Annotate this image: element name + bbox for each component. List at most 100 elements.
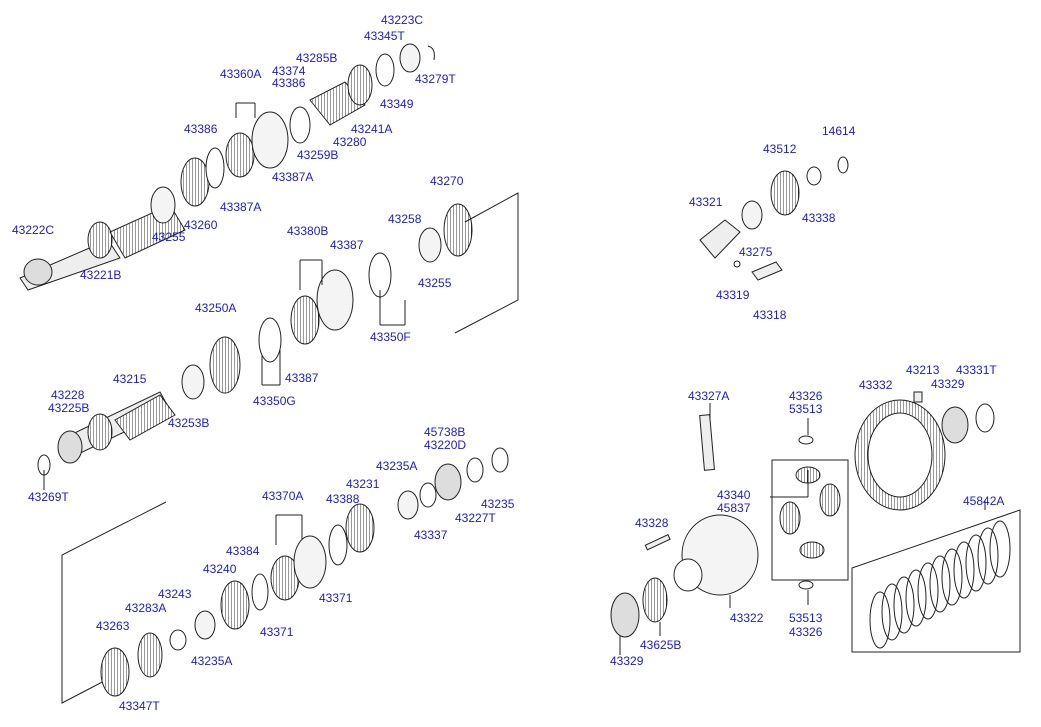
ring-43350G (258, 317, 282, 363)
label-43263: 43263 (96, 619, 130, 633)
label-43350G: 43350G (253, 394, 296, 408)
gear-43250A (209, 336, 241, 394)
label-43283A: 43283A (125, 601, 166, 615)
pin-43328 (644, 534, 671, 551)
label-43338: 43338 (802, 211, 836, 225)
label-43384: 43384 (226, 544, 260, 558)
gear-43240 (220, 580, 250, 630)
bearing-43255-b (418, 227, 442, 263)
synchro-43360A (225, 132, 255, 178)
idler-assembly (699, 156, 849, 281)
shaft-assembly-3 (61, 447, 509, 704)
label-43625B: 43625B (640, 638, 681, 652)
side-gear-45837 (819, 483, 841, 517)
label-43350F: 43350F (370, 330, 411, 344)
label-43331T: 43331T (956, 363, 997, 377)
label-43329-b: 43329 (610, 654, 644, 668)
bearing-43255 (150, 186, 176, 224)
ring-43384 (251, 573, 269, 611)
label-43258: 43258 (388, 212, 422, 226)
shaft-assembly-2 (37, 192, 519, 476)
gear-43270 (443, 203, 473, 257)
label-43235A-a: 43235A (376, 459, 417, 473)
label-43345T: 43345T (364, 29, 405, 43)
synchro-43380B (290, 295, 320, 345)
label-43332: 43332 (859, 378, 893, 392)
gear-43241A (347, 64, 373, 106)
label-43371-b: 43371 (260, 625, 294, 639)
label-43269T: 43269T (28, 490, 69, 504)
label-43321: 43321 (689, 195, 723, 209)
snap-ring-43235 (491, 447, 509, 473)
ball-43319 (733, 260, 741, 268)
label-43225B: 43225B (48, 401, 89, 415)
label-43360A: 43360A (220, 67, 261, 81)
ring-43387A (205, 147, 225, 189)
pinion-group-box (771, 459, 849, 581)
label-43270: 43270 (430, 174, 464, 188)
leader-lines (43, 102, 986, 655)
label-43340: 43340 (717, 488, 751, 502)
label-43215: 43215 (113, 372, 147, 386)
label-43319: 43319 (716, 288, 750, 302)
washer-43338 (806, 166, 822, 186)
bearing-43329 (941, 406, 969, 444)
bolt-43318 (751, 261, 783, 281)
bearing-43223C (375, 53, 395, 87)
bearing-43329-b (610, 592, 640, 638)
pin-43327A (699, 414, 715, 471)
label-43387A-b: 43387A (220, 200, 261, 214)
label-45738B: 45738B (424, 425, 465, 439)
bolt-43213 (913, 391, 923, 403)
differential-assembly (610, 391, 1021, 653)
label-45837: 45837 (717, 501, 751, 515)
label-43371-a: 43371 (319, 591, 353, 605)
sleeve-43380B (316, 269, 354, 331)
label-43370A: 43370A (262, 489, 303, 503)
gear-43283A (137, 632, 163, 678)
label-43328: 43328 (635, 516, 669, 530)
bracket-line-2 (454, 192, 519, 334)
label-45842A: 45842A (963, 494, 1004, 508)
gear-43512 (770, 170, 800, 216)
shim-group-box (851, 509, 1021, 653)
label-43227T: 43227T (455, 511, 496, 525)
bearing-43220D (434, 463, 462, 501)
shaft-43321 (699, 219, 741, 259)
gear-43260 (180, 157, 210, 207)
label-43347T: 43347T (119, 699, 160, 713)
case-hub (673, 558, 703, 592)
bracket-line-3 (61, 501, 167, 704)
sleeve-43370A (293, 535, 327, 589)
bearing-43235A-b (397, 490, 419, 520)
label-43329-a: 43329 (931, 377, 965, 391)
label-43374: 43374 (272, 64, 306, 78)
part-labels: 43223C 43345T 43285B 43374 43386 43360A … (12, 13, 1004, 713)
label-43285B: 43285B (296, 51, 337, 65)
ring-43371 (328, 524, 348, 566)
bearing-43225B (57, 430, 83, 464)
shim-stack-45842A (869, 520, 1011, 649)
label-43228: 43228 (51, 388, 85, 402)
label-43255-b: 43255 (418, 276, 452, 290)
label-43220D: 43220D (424, 438, 466, 452)
ring-43243 (169, 629, 187, 651)
label-43240: 43240 (203, 562, 237, 576)
label-43326-a: 43326 (789, 389, 823, 403)
sleeve-43360A (251, 111, 289, 169)
gear-43215 (87, 413, 113, 451)
label-43260: 43260 (184, 218, 218, 232)
label-43222C: 43222C (12, 223, 54, 237)
gear-43231 (345, 503, 375, 553)
label-43337: 43337 (414, 528, 448, 542)
label-43386-b: 43386 (184, 122, 218, 136)
label-43243: 43243 (158, 587, 192, 601)
label-43380B: 43380B (287, 224, 328, 238)
label-43259B: 43259B (297, 148, 338, 162)
label-43221B: 43221B (80, 268, 121, 282)
gear-43221B (87, 221, 113, 259)
label-43349: 43349 (380, 97, 414, 111)
label-53513-a: 53513 (789, 402, 823, 416)
label-43326-b: 43326 (789, 625, 823, 639)
shaft-assembly-1 (19, 43, 435, 291)
